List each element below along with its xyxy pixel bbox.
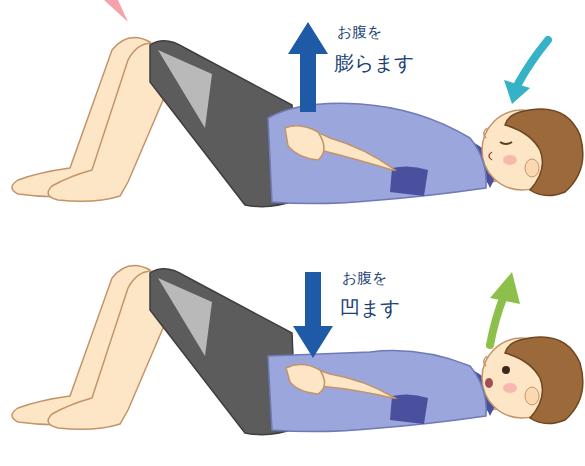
instruction-label: お腹を: [337, 24, 382, 41]
exhale-figure: [12, 266, 583, 435]
instruction-label: お腹を: [342, 270, 387, 287]
inhale-figure: [12, 22, 583, 207]
instruction-label: 凹ます: [340, 297, 400, 319]
instruction-label: 膨らます: [334, 52, 414, 74]
